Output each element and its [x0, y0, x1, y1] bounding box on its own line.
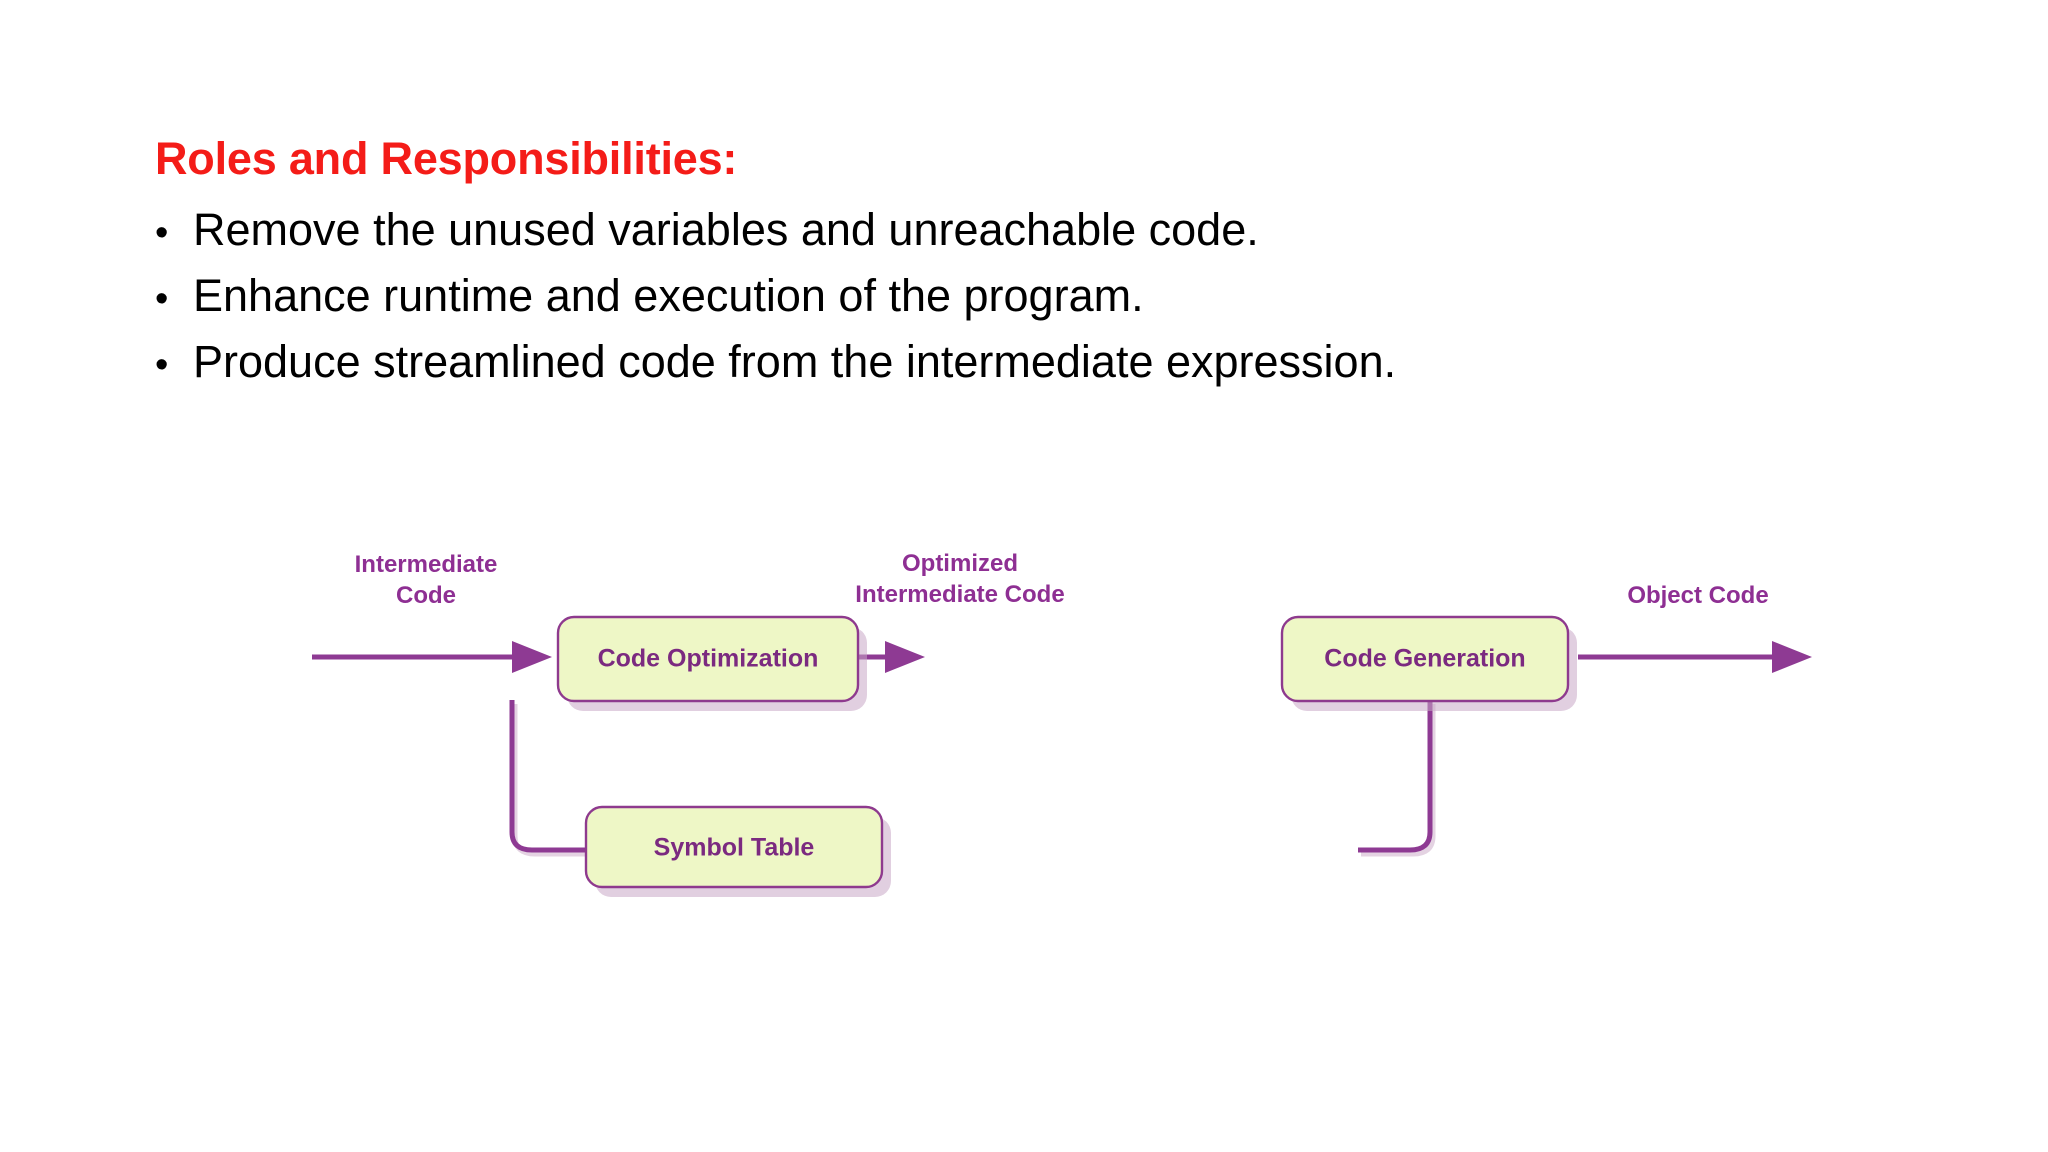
edge-label-object-code: Object Code: [1627, 582, 1768, 609]
edge-label-optimized-intermediate-code: Optimized Intermediate Code: [855, 550, 1064, 608]
edge-label-line-1: Optimized: [902, 550, 1018, 577]
diagram-node-label: Code Generation: [1324, 645, 1525, 673]
list-item: • Enhance runtime and execution of the p…: [155, 263, 1945, 329]
connector-optimization-to-symbol-table: [509, 700, 588, 857]
list-item-label: Enhance runtime and execution of the pro…: [193, 270, 1144, 322]
list-item: • Remove the unused variables and unreac…: [155, 197, 1945, 263]
diagram-node-symbol-table[interactable]: Symbol Table: [584, 805, 891, 897]
list-item-label: Produce streamlined code from the interm…: [193, 336, 1397, 388]
edge-label-line-1: Object Code: [1627, 582, 1768, 609]
diagram-node-label: Code Optimization: [598, 645, 819, 673]
bullet-icon: •: [155, 212, 169, 255]
responsibilities-list: • Remove the unused variables and unreac…: [155, 197, 1945, 395]
edge-label-line-2: Code: [396, 582, 456, 609]
edge-label-intermediate-code: Intermediate Code: [355, 551, 498, 609]
page-title: Roles and Responsibilities:: [155, 133, 738, 184]
arrow-intermediate-code: [312, 641, 552, 673]
diagram-node-code-optimization[interactable]: Code Optimization: [556, 615, 867, 711]
text-content-block: Roles and Responsibilities: • Remove the…: [155, 132, 1945, 396]
arrow-object-code: [1578, 641, 1812, 673]
list-item: • Produce streamlined code from the inte…: [155, 329, 1945, 395]
bullet-icon: •: [155, 278, 169, 321]
bullet-icon: •: [155, 344, 169, 387]
edge-label-line-1: Intermediate: [355, 551, 498, 578]
diagram-node-label: Symbol Table: [654, 834, 815, 862]
compiler-backend-diagram: Code Optimization Code Generation Symbol…: [312, 545, 1812, 905]
edge-label-line-2: Intermediate Code: [855, 581, 1064, 608]
list-item-label: Remove the unused variables and unreacha…: [193, 204, 1259, 256]
diagram-node-code-generation[interactable]: Code Generation: [1280, 615, 1577, 711]
connector-generation-to-symbol-table: [1358, 700, 1436, 857]
